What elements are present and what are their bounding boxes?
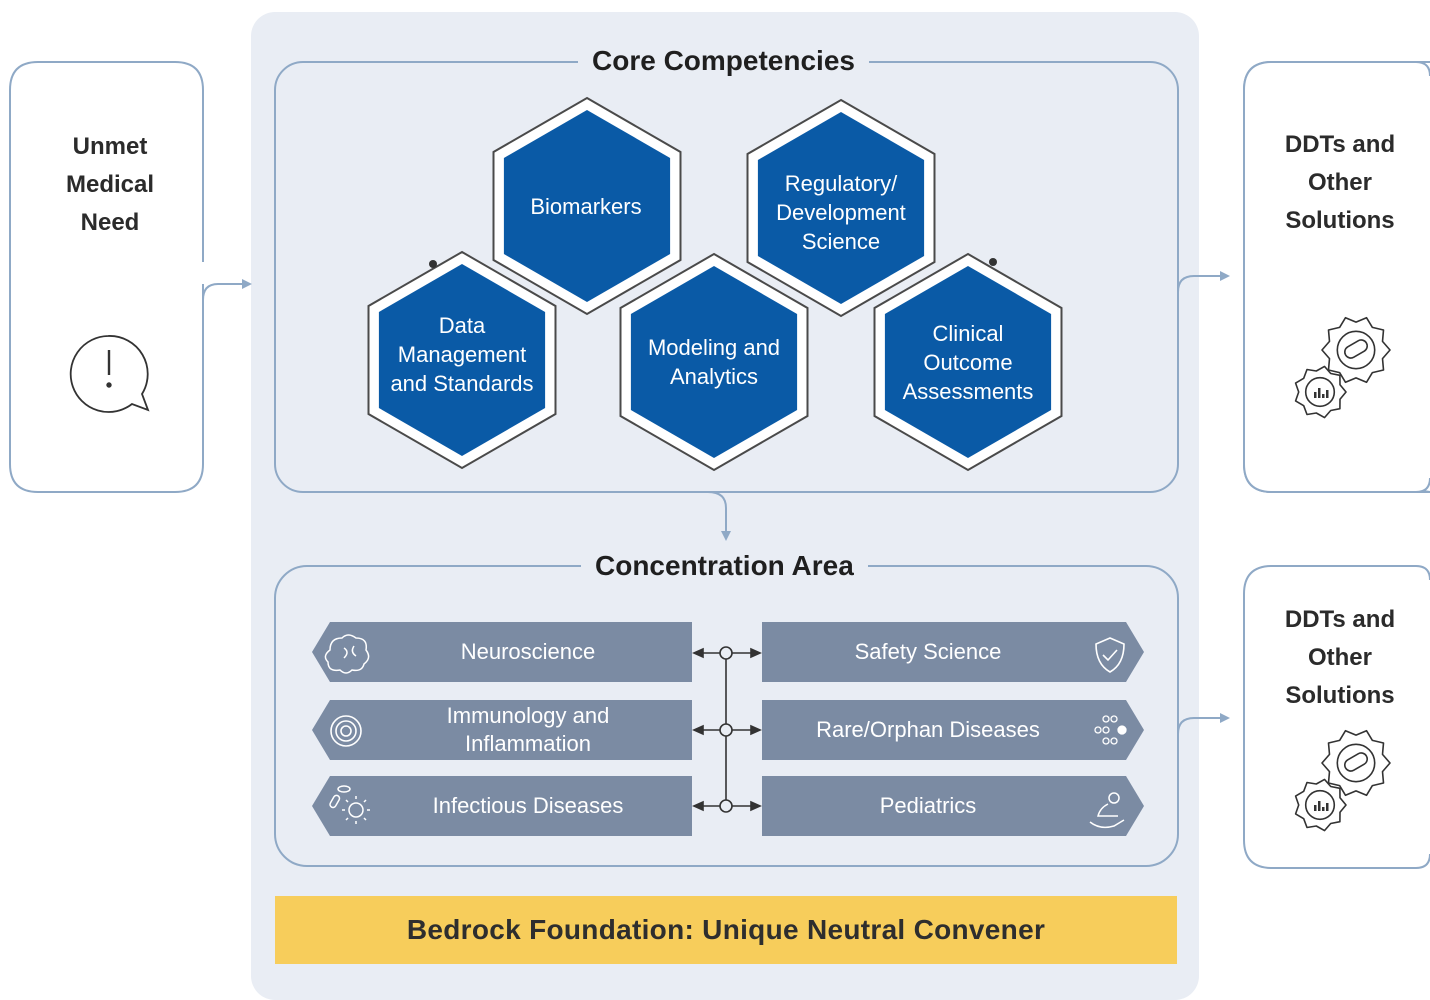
brain-icon	[324, 634, 370, 674]
pill-icon	[1344, 339, 1368, 359]
gear-shape	[1294, 778, 1347, 832]
hexagon-biomarkers	[503, 110, 671, 302]
area-label-pediatrics: Pediatrics	[879, 793, 977, 818]
arrow-left-to-core	[202, 283, 244, 301]
bar-chart-glyph	[1326, 390, 1329, 398]
area-label-safety: Safety Science	[854, 639, 1002, 664]
area-label-immunology: Immunology and Inflammation	[446, 703, 610, 756]
bar-right-2	[762, 700, 1144, 760]
area-label-neuroscience: Neuroscience	[460, 639, 596, 664]
gears-icon	[1294, 316, 1391, 419]
bar-right-1	[762, 622, 1144, 682]
hex-label-modeling: Modeling and Analytics	[647, 335, 781, 389]
bar-left-2	[312, 700, 692, 760]
hex-label-data-management: Data Management and Standards	[390, 312, 534, 396]
bar-left-1	[312, 622, 692, 682]
pathogen-icon	[329, 785, 370, 824]
dots-cluster-icon	[1094, 715, 1127, 745]
bar-right-3	[762, 776, 1144, 836]
hexagon-corner-dot	[989, 258, 997, 266]
bar-chart-glyph	[1322, 807, 1325, 811]
bar-chart-glyph	[1314, 392, 1317, 398]
bar-connectors	[692, 646, 762, 813]
bar-chart-glyph	[1326, 803, 1329, 811]
concentration-area-title: Concentration Area	[581, 546, 868, 586]
hexagon-data-management	[378, 264, 546, 456]
bar-chart-glyph	[1318, 388, 1321, 398]
hexagon-corner-dot	[429, 260, 437, 268]
arrowhead-down	[721, 531, 731, 541]
shield-check-icon	[1095, 637, 1125, 673]
bar-chart-glyph	[1318, 801, 1321, 811]
arrowhead-right-1	[1220, 271, 1230, 281]
right-box-1-title: DDTs and Other Solutions	[1284, 131, 1396, 234]
gear-shape	[1294, 365, 1347, 419]
hexagon-modeling	[630, 266, 798, 458]
arrowhead-right-2	[1220, 713, 1230, 723]
area-label-infectious: Infectious Diseases	[432, 793, 624, 818]
arrowhead-left	[242, 279, 252, 289]
hexagon-clinical-outcome	[884, 266, 1052, 458]
concentration-bars	[312, 622, 1144, 836]
arrow-concentration-to-right	[1177, 717, 1222, 735]
gear-hub	[1304, 376, 1336, 408]
gear-hub	[1336, 330, 1376, 370]
speech-bubble-exclamation-icon	[69, 335, 150, 413]
hex-label-regulatory: Regulatory/ Development Science	[776, 170, 906, 254]
bar-chart-glyph	[1314, 805, 1317, 811]
hexagon-group	[367, 96, 1063, 472]
concentric-circles-icon	[330, 715, 362, 747]
baby-hand-icon	[1089, 792, 1125, 829]
hexagon-regulatory	[757, 112, 925, 304]
area-label-rare-orphan: Rare/Orphan Diseases	[816, 717, 1040, 742]
gear-hub	[1304, 789, 1336, 821]
arrow-core-to-concentration	[707, 491, 727, 532]
unmet-need-title: Unmet Medical Need	[65, 133, 155, 236]
hex-label-clinical-outcome: Clinical Outcome Assessments	[902, 320, 1034, 404]
unmet-need-box	[9, 61, 204, 493]
right-box-2-title: DDTs and Other Solutions	[1284, 606, 1396, 709]
hex-label-biomarkers: Biomarkers	[530, 193, 642, 219]
bar-left-3	[312, 776, 692, 836]
core-competencies-title: Core Competencies	[578, 41, 869, 81]
bar-chart-glyph	[1322, 394, 1325, 398]
bedrock-foundation-banner: Bedrock Foundation: Unique Neutral Conve…	[275, 896, 1177, 964]
gears-icon	[1294, 729, 1391, 832]
gear-hub	[1336, 743, 1376, 783]
arrow-core-to-right	[1177, 275, 1222, 293]
pill-icon	[1344, 752, 1368, 772]
